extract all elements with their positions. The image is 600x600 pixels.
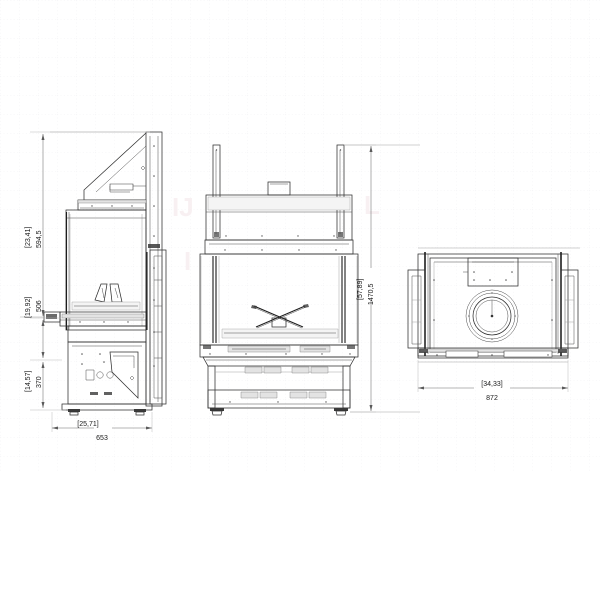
side-view bbox=[20, 131, 167, 416]
background-watermark: IJ I L bbox=[172, 190, 380, 276]
plan-view-dimensions: [34,33] 872 bbox=[417, 360, 569, 402]
dim-front-height-bracket: [57,89] bbox=[357, 279, 364, 300]
dim-side-depth-bracket: [25,71] bbox=[77, 421, 98, 428]
svg-text:I: I bbox=[184, 246, 191, 276]
dim-side-depth-value: 653 bbox=[96, 435, 108, 442]
dim-side-height-middle-value: 506 bbox=[36, 300, 43, 312]
dim-plan-width-bracket: [34,33] bbox=[481, 381, 502, 388]
dim-plan-width-value: 872 bbox=[486, 395, 498, 402]
side-view-dimensions: [23,41] 594,5 [19,92] 506 [14,57] 370 [2… bbox=[25, 131, 153, 442]
dim-side-height-lower-value: 370 bbox=[36, 376, 43, 388]
dim-side-height-upper-bracket: [23,41] bbox=[25, 227, 32, 248]
dim-side-height-lower-bracket: [14,57] bbox=[25, 371, 32, 392]
dim-front-height-value: 1470,5 bbox=[368, 283, 375, 305]
front-view-dimensions: [57,89] 1470,5 bbox=[344, 144, 376, 413]
dim-side-height-middle-bracket: [19,92] bbox=[25, 297, 32, 318]
plan-view bbox=[407, 247, 580, 363]
svg-text:L: L bbox=[364, 190, 380, 220]
dim-side-height-upper-value: 594,5 bbox=[36, 230, 43, 248]
front-view bbox=[199, 144, 420, 416]
svg-text:IJ: IJ bbox=[172, 192, 194, 222]
